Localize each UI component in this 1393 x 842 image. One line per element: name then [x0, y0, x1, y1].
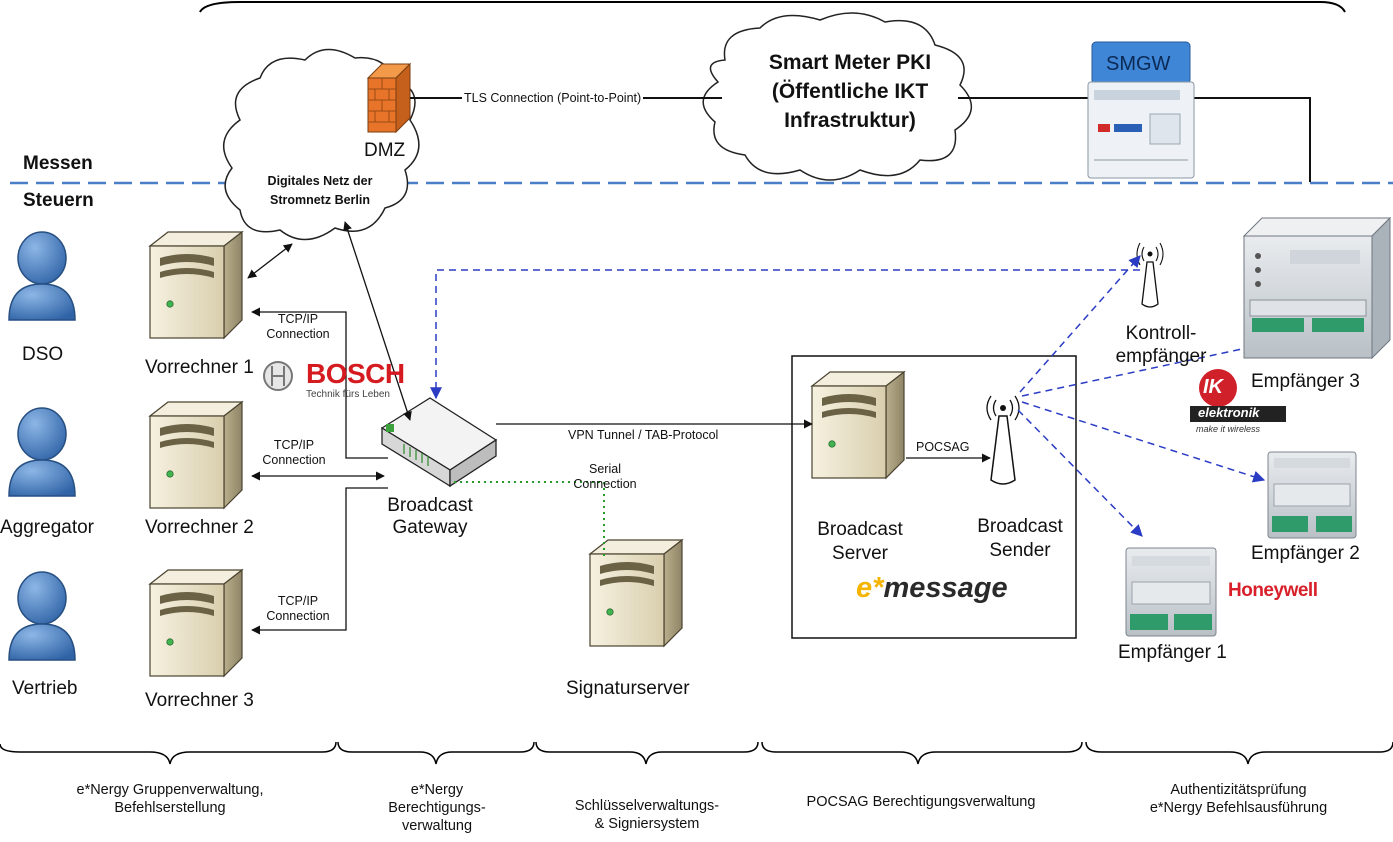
dmz-label: DMZ	[364, 140, 406, 161]
empfaenger-1-device	[1125, 547, 1217, 637]
zone-label-steuern: Steuern	[23, 190, 94, 211]
pki-cloud	[702, 12, 972, 181]
ik-logo-text: IK	[1203, 376, 1223, 398]
bosch-logo-text: BOSCH	[306, 358, 405, 389]
empfaenger-1-label: Empfänger 1	[1118, 642, 1227, 663]
kontroll-antenna-icon	[1136, 242, 1164, 308]
emessage-logo: e*message	[856, 572, 1008, 604]
ik-logo-icon	[1190, 369, 1286, 422]
vorrechner-3-label: Vorrechner 3	[145, 690, 254, 711]
zone-label-messen: Messen	[23, 153, 93, 174]
kontroll-feedback-link	[430, 269, 1140, 400]
pocsag-label: POCSAG	[916, 440, 970, 454]
vorrechner1-network-link	[247, 243, 293, 279]
vpn-tunnel-label: VPN Tunnel / TAB-Protocol	[568, 428, 719, 442]
actor-vertrieb-icon	[8, 571, 76, 661]
empfaenger-2-label: Empfänger 2	[1251, 543, 1360, 564]
radio-link-kontroll	[1019, 255, 1141, 393]
vorrechner-1-label: Vorrechner 1	[145, 357, 254, 378]
actor-vertrieb-label: Vertrieb	[12, 678, 78, 699]
gateway-vorrechner3-link	[251, 487, 388, 635]
radio-link-empfaenger3	[1021, 336, 1286, 397]
vorrechner-2-server-icon	[149, 401, 243, 509]
radio-link-empfaenger2	[1021, 401, 1266, 483]
pki-smgw-link	[958, 97, 1311, 182]
radio-link-empfaenger1	[1017, 409, 1143, 537]
vorrechner-1-server-icon	[149, 231, 243, 339]
broadcast-sender-antenna-icon	[986, 395, 1020, 485]
bosch-logo-icon	[263, 361, 293, 391]
kontrollempfaenger-label: Kontroll-empfänger	[1115, 323, 1207, 367]
honeywell-logo: Honeywell	[1228, 580, 1318, 601]
band-pocsag: POCSAG Berechtigungsverwaltung	[806, 794, 1036, 810]
tls-connection-label: TLS Connection (Point-to-Point)	[462, 91, 644, 105]
actor-dso-icon	[8, 231, 76, 321]
broadcast-system-frame	[791, 355, 1077, 639]
empfaenger-3-label: Empfänger 3	[1251, 371, 1360, 392]
serial-connection	[454, 481, 605, 560]
actor-dso-label: DSO	[22, 344, 64, 365]
bottom-braces	[0, 741, 1393, 765]
broadcast-gateway-icon	[380, 397, 498, 488]
empfaenger-2-device	[1267, 451, 1357, 539]
gateway-vorrechner1-link	[251, 307, 388, 459]
vorrechner-2-label: Vorrechner 2	[145, 517, 254, 538]
ik-logo-slogan: make it wireless	[1196, 424, 1261, 434]
top-brace	[199, 1, 1346, 13]
bosch-tagline: Technik fürs Leben	[306, 389, 390, 400]
network-gateway-link	[343, 221, 412, 421]
signaturserver-label: Signaturserver	[566, 678, 690, 699]
broadcast-server-icon	[811, 371, 905, 479]
band-schluesselverwaltung: Schlüsselverwaltungs-& Signiersystem	[574, 798, 720, 832]
empfaenger-3-device	[1242, 216, 1392, 360]
smgw-device	[1087, 41, 1195, 179]
actor-aggregator-icon	[8, 407, 76, 497]
vorrechner-3-server-icon	[149, 569, 243, 677]
smgw-label: SMGW	[1106, 53, 1171, 75]
band-gruppenverwaltung: e*Nergy Gruppenverwaltung,Befehlserstell…	[76, 782, 264, 816]
firewall-icon	[366, 62, 412, 134]
ik-logo-name: elektronik	[1198, 405, 1260, 420]
actor-aggregator-label: Aggregator	[0, 517, 95, 538]
